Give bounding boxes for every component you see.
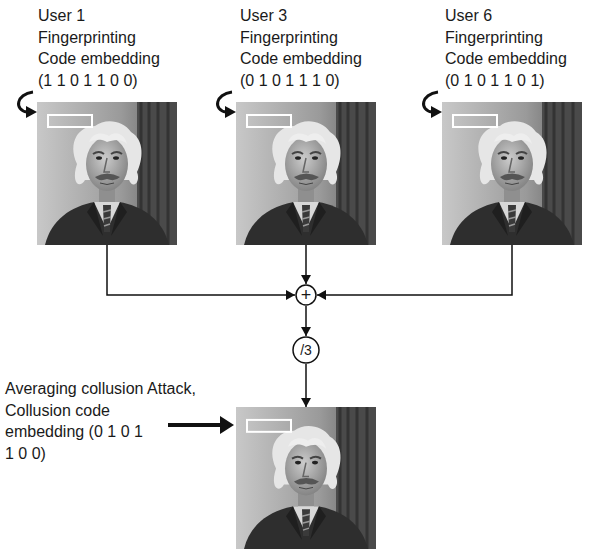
node-heading: User 6 Fingerprinting Code embedding (0 … [445,5,581,91]
connector [301,364,311,407]
arrow-head [317,290,326,300]
arrow-head [301,327,311,336]
node-heading: User 1 Fingerprinting Code embedding (1 … [38,5,174,91]
embed-region [247,115,291,127]
operator-circle: + [295,284,317,306]
portrait-photo [37,102,177,245]
circle-shape [296,285,316,305]
embed-region [453,115,497,127]
connector [107,245,295,300]
arrow-head [220,416,234,434]
portrait-photo [236,102,376,245]
embed-region [247,420,291,432]
arrow-head [225,106,236,118]
portrait-image [236,407,376,549]
portrait-image [236,102,376,245]
user-image-node: User 6 Fingerprinting Code embedding (0 … [442,5,582,245]
operator-symbol: /3 [300,336,312,364]
wrap-spacer [150,400,210,443]
connector [301,306,311,336]
operator-symbol: + [301,284,312,306]
pointer-arrow [168,423,222,427]
connector-line [317,245,512,295]
arrow-head [286,290,295,300]
user-image-node: User 1 Fingerprinting Code embedding (1 … [37,5,177,245]
user-image-node: User 3 Fingerprinting Code embedding (0 … [236,5,376,245]
collusion-image-node: Averaging collusion Attack, Collusion co… [1,378,377,549]
portrait-photo [442,102,582,245]
embed-region [48,115,92,127]
portrait-image [37,102,177,245]
connector [301,245,311,284]
side-caption: Averaging collusion Attack, Collusion co… [5,378,210,464]
node-heading: User 3 Fingerprinting Code embedding (0 … [240,5,376,91]
connector-line [107,245,295,295]
circle-shape [293,337,319,363]
portrait-photo [236,407,376,549]
arrow-head [26,106,37,118]
connector [317,245,512,300]
arrow-head [301,398,311,407]
portrait-image [442,102,582,245]
arrow-head [431,106,442,118]
operator-circle: /3 [292,336,320,364]
arrow-head [301,275,311,284]
